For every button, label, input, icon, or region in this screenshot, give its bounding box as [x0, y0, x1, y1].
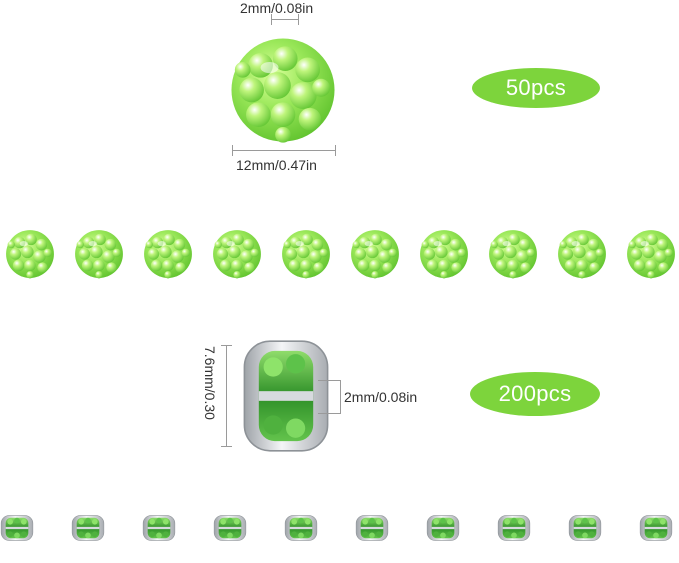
spacer-height-label: 7.6mm/0.30 [202, 346, 218, 420]
rondelle-spacer [355, 505, 389, 551]
bead-quantity-text: 50pcs [505, 75, 567, 100]
resin-bead [211, 226, 263, 282]
rondelle-spacer [284, 505, 318, 551]
rondelle-spacer [639, 505, 673, 551]
resin-bead [142, 226, 194, 282]
resin-bead-row [0, 226, 679, 290]
rondelle-spacer [497, 505, 531, 551]
hole-dimension-tick-right [298, 14, 299, 25]
resin-bead [556, 226, 608, 282]
resin-bead [625, 226, 677, 282]
spacer-quantity-badge: 200pcs [470, 372, 600, 416]
resin-bead-image [226, 34, 340, 146]
hole-dimension-tick-left [271, 14, 272, 25]
hole-size-label: 2mm/0.08in [240, 0, 314, 16]
thickness-line-top [318, 380, 340, 381]
height-dimension-tick-top [221, 345, 232, 346]
diameter-dimension-tick-right [335, 145, 336, 156]
resin-bead [487, 226, 539, 282]
rondelle-spacer [426, 505, 460, 551]
height-dimension-line [226, 345, 227, 447]
hole-dimension-line [271, 19, 299, 20]
diameter-dimension-line [232, 150, 336, 151]
thickness-line-bottom [318, 413, 340, 414]
height-dimension-tick-bottom [221, 446, 232, 447]
rondelle-spacer [71, 505, 105, 551]
resin-bead [73, 226, 125, 282]
rondelle-spacer [213, 505, 247, 551]
resin-bead [418, 226, 470, 282]
rondelle-spacer-row [0, 505, 679, 555]
rondelle-spacer [568, 505, 602, 551]
spacer-quantity-text: 200pcs [498, 381, 572, 406]
thickness-dimension-line [340, 380, 341, 414]
diameter-label: 12mm/0.47in [236, 157, 317, 173]
rondelle-spacer [142, 505, 176, 551]
rondelle-spacer-image [243, 340, 329, 452]
spacer-thickness-label: 2mm/0.08in [344, 389, 418, 405]
resin-bead [280, 226, 332, 282]
resin-bead [349, 226, 401, 282]
diameter-dimension-tick-left [232, 145, 233, 156]
bead-quantity-badge: 50pcs [472, 68, 600, 108]
resin-bead [4, 226, 56, 282]
rondelle-spacer [0, 505, 34, 551]
